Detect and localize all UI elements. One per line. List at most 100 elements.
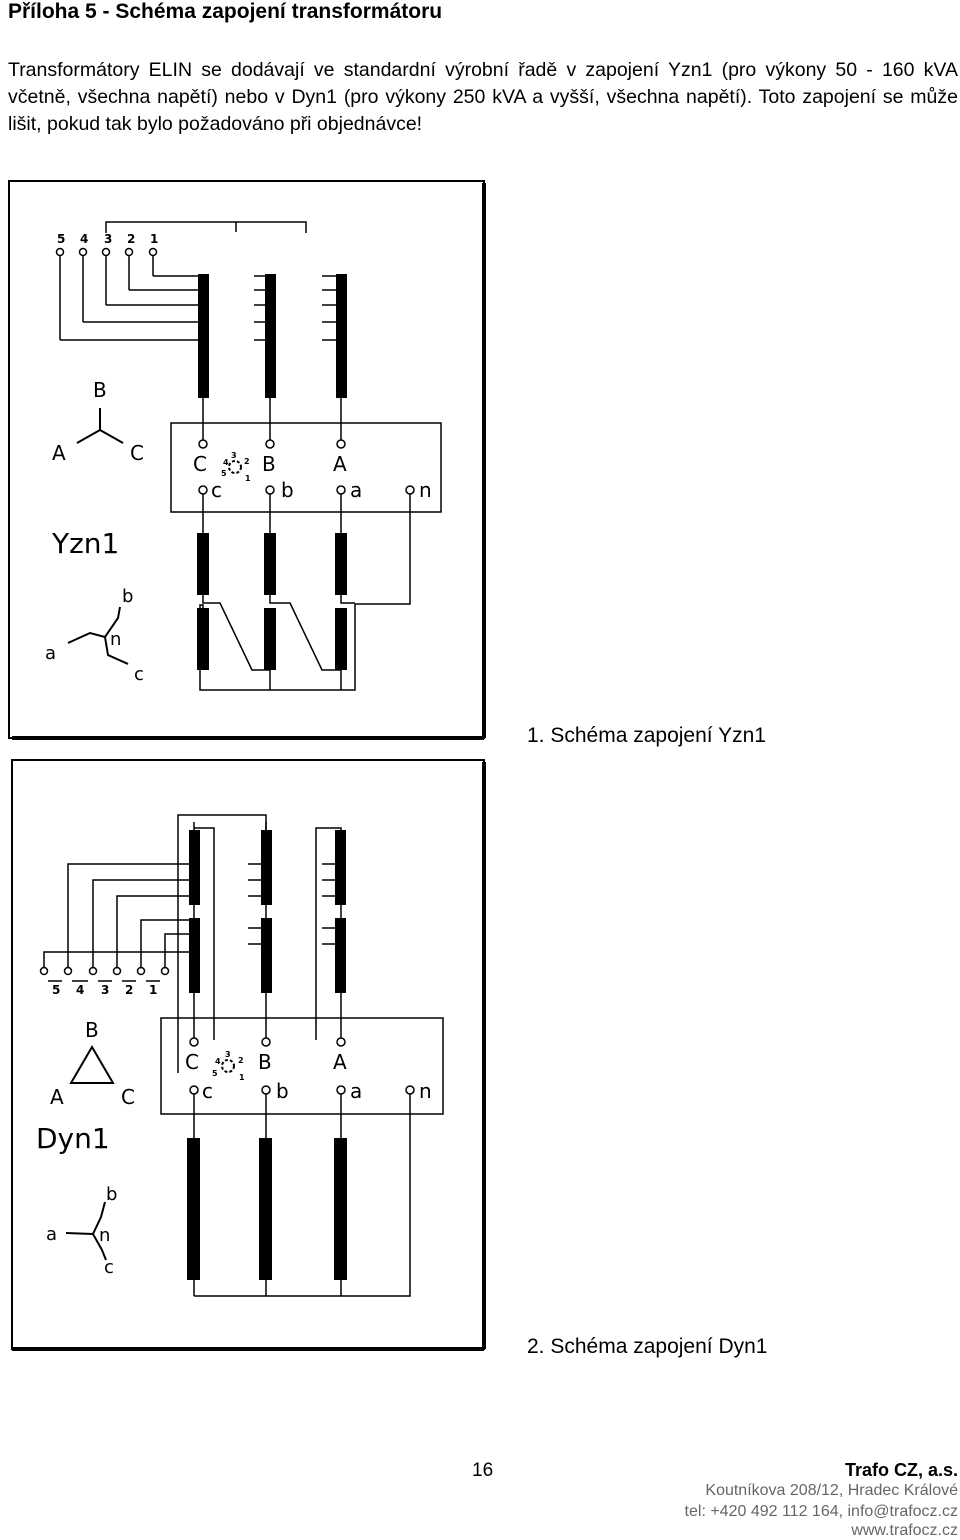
page-number: 16	[472, 1460, 494, 1481]
footer-web: www.trafocz.cz	[851, 1522, 958, 1539]
hv-vector-symbol	[69, 1045, 115, 1084]
switch-number: 3	[231, 451, 237, 460]
lv-terminal-label: a	[350, 478, 362, 502]
lv-winding	[187, 1138, 200, 1280]
vector-label: B	[93, 378, 107, 402]
tap-terminal	[112, 966, 122, 976]
tap-terminal	[160, 966, 170, 976]
tap-terminal	[88, 966, 98, 976]
vector-group-label: Dyn1	[36, 1122, 110, 1155]
vector-label: a	[45, 643, 56, 664]
tap-number: 1	[150, 232, 158, 246]
diagram-caption: 1. Schéma zapojení Yzn1	[527, 724, 766, 747]
tap-number: 3	[101, 983, 109, 997]
tap-terminal	[55, 247, 65, 257]
diagram-caption: 2. Schéma zapojení Dyn1	[527, 1335, 768, 1358]
tap-terminal	[124, 247, 134, 257]
lv-terminal-label: b	[276, 1079, 289, 1103]
hv-terminal	[336, 1037, 346, 1047]
hv-winding	[261, 830, 272, 905]
hv-terminal-label: A	[333, 452, 347, 476]
vector-label: n	[110, 629, 121, 650]
lv-terminal-label: n	[419, 1079, 432, 1103]
lv-terminal-label: a	[350, 1079, 362, 1103]
tap-terminal	[78, 247, 88, 257]
hv-winding	[198, 274, 209, 398]
switch-number: 4	[223, 458, 229, 467]
tap-number: 4	[76, 983, 84, 997]
vector-label: a	[46, 1224, 57, 1245]
hv-terminal-label: A	[333, 1050, 347, 1074]
yzn1-wiring-diagram: 5 4 3 2 1	[8, 180, 486, 740]
terminal-board	[160, 1017, 444, 1115]
tap-number: 2	[127, 232, 135, 246]
lv-winding	[334, 1138, 347, 1280]
terminal-board	[170, 422, 442, 513]
lv-terminal	[261, 1085, 271, 1095]
vector-label: b	[122, 586, 133, 607]
vector-label: c	[104, 1257, 114, 1278]
lv-terminal	[405, 1085, 415, 1095]
vector-group-label: Yzn1	[51, 527, 119, 560]
vector-label: C	[130, 441, 144, 465]
vector-label: b	[106, 1184, 117, 1205]
hv-winding	[189, 918, 200, 993]
vector-label: B	[85, 1018, 99, 1042]
tap-number: 1	[149, 983, 157, 997]
vector-label: n	[99, 1225, 110, 1246]
tap-number: 4	[80, 232, 88, 246]
switch-number: 3	[225, 1050, 231, 1059]
tap-terminal	[148, 247, 158, 257]
tap-number: 2	[125, 983, 133, 997]
hv-terminal	[198, 439, 208, 449]
lv-winding	[259, 1138, 272, 1280]
dyn1-wiring-diagram: 5 4 3 2 1 C B A c b a n 4 3 2 5 1	[11, 759, 486, 1351]
hv-winding	[261, 918, 272, 993]
switch-number: 1	[245, 474, 251, 483]
hv-terminal	[336, 439, 346, 449]
switch-number: 2	[238, 1056, 244, 1065]
lv-winding	[197, 533, 209, 595]
hv-terminal	[261, 1037, 271, 1047]
lv-terminal	[189, 1085, 199, 1095]
lv-terminal-label: b	[281, 478, 294, 502]
switch-number: 5	[221, 469, 227, 478]
footer-contact: tel: +420 492 112 164, info@trafocz.cz	[684, 1503, 958, 1520]
hv-terminal	[189, 1037, 199, 1047]
lv-terminal-label: c	[211, 478, 222, 502]
switch-number: 4	[215, 1057, 221, 1066]
hv-winding	[335, 918, 346, 993]
hv-winding	[336, 274, 347, 398]
hv-winding	[189, 830, 200, 905]
hv-terminal-label: C	[193, 452, 207, 476]
hv-winding	[335, 830, 346, 905]
lv-terminal-label: c	[202, 1079, 213, 1103]
lv-terminal	[336, 1085, 346, 1095]
footer-company: Trafo CZ, a.s.	[844, 1460, 958, 1480]
lv-vector-symbol	[67, 606, 129, 665]
lv-winding	[335, 608, 347, 670]
footer-address: Koutníkova 208/12, Hradec Králové	[705, 1482, 958, 1499]
tap-switch-icon: 4 3 2 5 1	[212, 1050, 245, 1082]
hv-terminal-label: B	[258, 1050, 272, 1074]
tap-terminal	[39, 966, 49, 976]
hv-terminal-label: C	[185, 1050, 199, 1074]
lv-vector-symbol	[65, 1201, 107, 1261]
vector-label: A	[52, 441, 66, 465]
tap-terminal	[136, 966, 146, 976]
hv-terminal-label: B	[262, 452, 276, 476]
tap-terminal	[101, 247, 111, 257]
lv-winding	[264, 608, 276, 670]
tap-number: 5	[57, 232, 65, 246]
frame-border	[11, 759, 485, 1350]
switch-number: 1	[239, 1073, 245, 1082]
hv-vector-symbol	[76, 408, 124, 444]
tap-switch-icon: 4 3 2 5 1	[221, 451, 251, 483]
intro-paragraph: Transformátory ELIN se dodávají ve stand…	[8, 59, 958, 135]
vector-label: A	[50, 1085, 64, 1109]
switch-number: 5	[212, 1069, 218, 1078]
switch-number: 2	[244, 457, 250, 466]
lv-winding	[264, 533, 276, 595]
tap-number: 3	[104, 232, 112, 246]
lv-winding	[335, 533, 347, 595]
